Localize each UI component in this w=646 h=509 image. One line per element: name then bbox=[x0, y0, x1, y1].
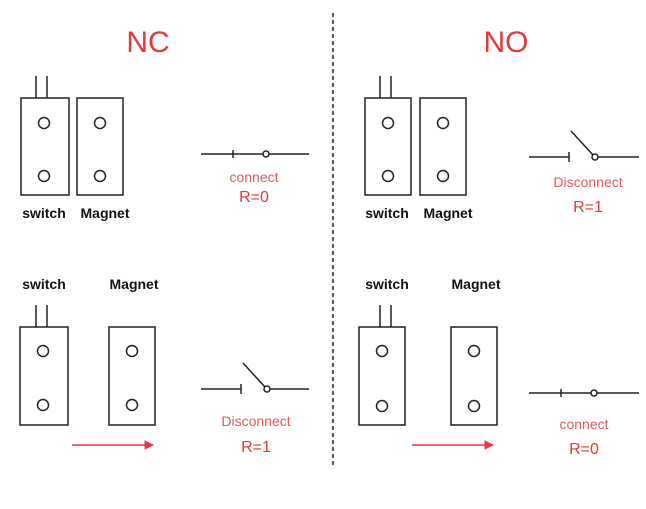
no-top-resistance: R=1 bbox=[573, 199, 603, 216]
nc-bottom-resistance: R=1 bbox=[241, 439, 271, 456]
no-top-switch-label: switch bbox=[365, 205, 409, 221]
no-heading: NO bbox=[484, 26, 529, 59]
nc-top-state: connect bbox=[229, 169, 278, 185]
nc-top-contact-symbol bbox=[201, 150, 309, 158]
no-bottom-state: connect bbox=[559, 416, 608, 432]
nc-bottom-switch bbox=[19, 305, 69, 426]
no-bottom-switch-label: switch bbox=[365, 276, 409, 292]
nc-bottom-magnet bbox=[108, 326, 156, 426]
nc-bottom-switch-label: switch bbox=[22, 276, 66, 292]
nc-top-magnet bbox=[76, 97, 124, 196]
nc-top-resistance: R=0 bbox=[239, 189, 269, 206]
no-top-magnet-label: Magnet bbox=[424, 205, 473, 221]
no-top-magnet bbox=[419, 97, 467, 196]
no-bottom-magnet bbox=[450, 326, 498, 426]
no-top-contact-symbol bbox=[529, 130, 639, 162]
no-top-state: Disconnect bbox=[553, 174, 622, 190]
no-bottom-switch bbox=[358, 305, 406, 426]
no-bottom-resistance: R=0 bbox=[569, 441, 599, 458]
nc-top-magnet-label: Magnet bbox=[81, 205, 130, 221]
no-bottom-magnet-label: Magnet bbox=[452, 276, 501, 292]
nc-top-switch bbox=[20, 76, 70, 196]
nc-bottom-contact-symbol bbox=[201, 362, 309, 394]
nc-heading: NC bbox=[126, 26, 169, 59]
nc-bottom-state: Disconnect bbox=[221, 413, 290, 429]
no-bottom-contact-symbol bbox=[529, 389, 639, 397]
nc-bottom-magnet-label: Magnet bbox=[110, 276, 159, 292]
nc-top-switch-label: switch bbox=[22, 205, 66, 221]
no-top-switch bbox=[364, 76, 412, 196]
